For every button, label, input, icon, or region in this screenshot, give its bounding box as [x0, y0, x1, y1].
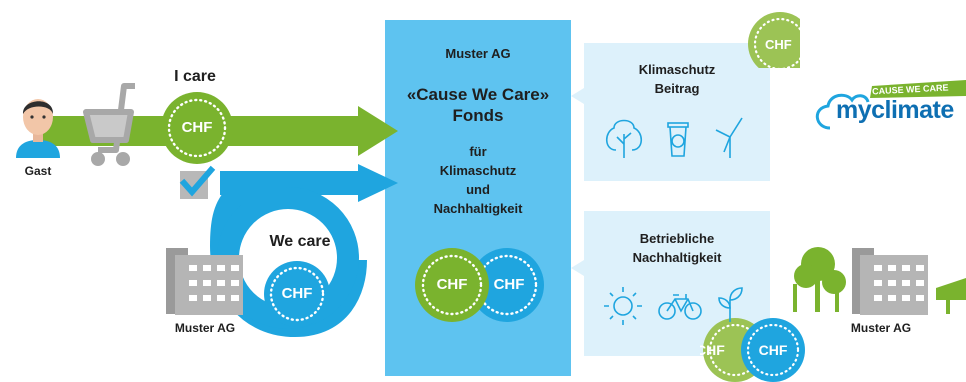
climate-coin-label-clip: CHF — [740, 0, 800, 68]
fund-coin-blue-label: CHF — [493, 276, 525, 293]
sustainability-coin-blue — [741, 318, 805, 382]
fund-purpose-2: und — [466, 182, 490, 197]
sustainability-box-title-line2: Nachhaltigkeit — [632, 250, 722, 265]
recycle-bin-icon — [667, 122, 689, 157]
sustainability-arrow — [571, 260, 584, 276]
climate-arrow — [571, 88, 584, 104]
wind-turbine-icon — [715, 117, 743, 158]
myclimate-wordmark: myclimate — [836, 96, 954, 124]
fund-company: Muster AG — [445, 46, 511, 61]
we-care-coin — [264, 261, 330, 327]
fund-purpose-3: Nachhaltigkeit — [433, 201, 523, 216]
right-company-label: Muster AG — [850, 321, 912, 335]
fund-panel — [385, 20, 571, 376]
fund-purpose-0: für — [469, 144, 487, 159]
sustainability-coin-blue-label: CHF — [758, 342, 788, 358]
fund-title-line2: Fonds — [452, 106, 504, 125]
i-care-coin-label: CHF — [181, 119, 213, 136]
left-company-label: Muster AG — [174, 321, 236, 335]
guest-label: Gast — [24, 164, 52, 178]
shopping-cart-icon — [83, 83, 135, 166]
fund-coin-green-label: CHF — [436, 276, 468, 293]
solar-panel-icon — [936, 278, 966, 314]
right-building-icon — [852, 248, 928, 315]
sun-icon — [604, 287, 642, 325]
climate-box-title-line2: Beitrag — [654, 81, 700, 96]
we-care-label: We care — [269, 233, 331, 250]
fund-coin-green — [415, 248, 489, 322]
guest-avatar — [16, 99, 60, 158]
i-care-label: I care — [174, 68, 216, 85]
bicycle-icon — [658, 294, 702, 320]
we-care-coin-label: CHF — [281, 285, 313, 302]
climate-coin-label: CHF — [765, 37, 792, 52]
i-care-coin — [161, 92, 233, 164]
myclimate-logo — [815, 80, 966, 130]
tree-icon — [605, 119, 643, 158]
fund-title-line1: «Cause We Care» — [406, 85, 550, 104]
sustainability-coin-green-label-clip: CHF — [700, 318, 746, 382]
sustainability-box-title-line1: Betriebliche — [639, 231, 715, 246]
climate-box — [584, 43, 770, 181]
fund-purpose-1: Klimaschutz — [439, 163, 517, 178]
left-building-icon — [166, 248, 243, 315]
sustainability-coin-green-label: CHF — [700, 342, 725, 358]
climate-coin — [748, 12, 800, 68]
sprout-icon — [718, 287, 743, 322]
trees-icon — [793, 247, 846, 312]
checkbox-icon — [179, 165, 216, 199]
climate-box-title-line1: Klimaschutz — [638, 62, 716, 77]
